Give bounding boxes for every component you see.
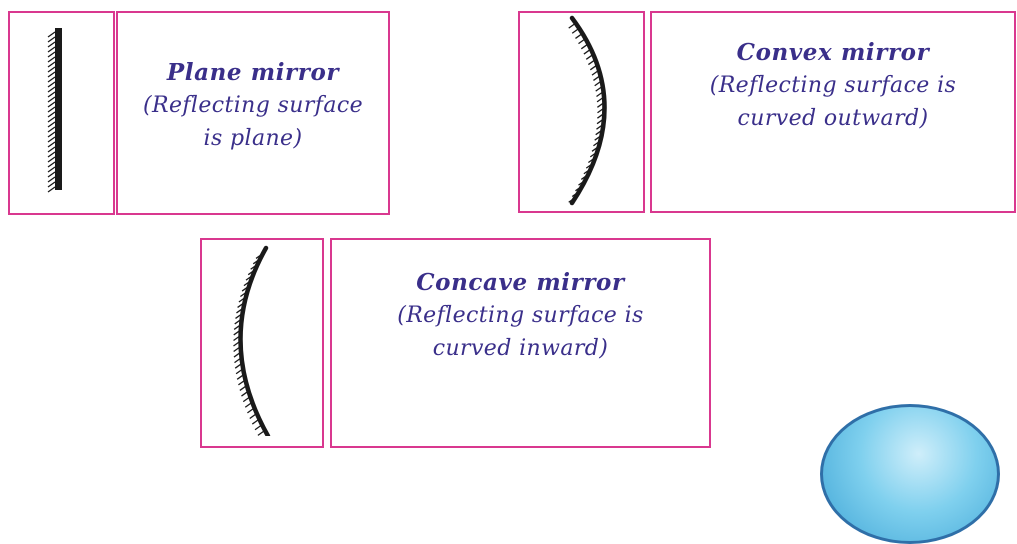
concave-mirror-caption-frame [330,238,711,448]
globe-illustration [820,404,1000,544]
plane-mirror-caption: Plane mirror (Reflecting surface is plan… [118,56,388,155]
plane-mirror-icon [47,28,62,193]
plane-mirror-caption-frame [116,11,390,215]
convex-mirror-desc-line1: (Reflecting surface is [709,73,957,98]
concave-mirror-illustration-frame [200,238,324,448]
concave-mirror-caption: Concave mirror (Reflecting surface is cu… [332,266,709,365]
concave-mirror-icon [233,245,271,436]
plane-mirror-title: Plane mirror [166,59,340,86]
plane-mirror-desc-line2: is plane) [203,126,303,151]
convex-mirror-icon [568,15,607,206]
mirror-drawings [47,15,607,436]
convex-mirror-caption-frame [650,11,1016,213]
convex-mirror-title: Convex mirror [736,39,930,66]
concave-mirror-desc-line1: (Reflecting surface is [397,303,644,328]
concave-mirror-title: Concave mirror [416,269,625,296]
concave-mirror-desc-line2: curved inward) [432,336,609,361]
convex-mirror-desc-line2: curved outward) [737,106,929,131]
convex-mirror-caption: Convex mirror (Reflecting surface is cur… [652,36,1014,135]
plane-mirror-desc-line1: (Reflecting surface [143,93,363,118]
